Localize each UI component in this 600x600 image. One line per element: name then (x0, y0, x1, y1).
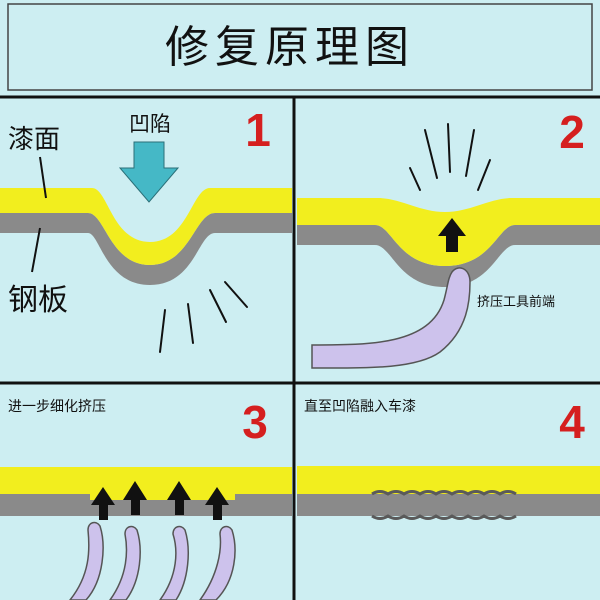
burst-lines (409, 123, 491, 191)
title-box (7, 3, 593, 91)
steel-layer (297, 494, 600, 516)
steel-layer (0, 213, 292, 285)
paint-layer (297, 466, 600, 494)
steel-label: 钢板 (8, 283, 68, 318)
impact-lines (159, 281, 248, 353)
residual-ripple-bottom (371, 514, 517, 520)
panel-dividers (0, 95, 600, 600)
steel-layer (297, 225, 600, 287)
panel-2: 挤压工具前端 2 (297, 106, 600, 369)
paint-leader-line (39, 156, 47, 199)
paint-layer (0, 188, 292, 265)
panel-caption-4: 直至凹陷融入车漆 (304, 398, 416, 415)
panel-number-2: 2 (559, 106, 585, 158)
up-arrow-icon (205, 487, 229, 520)
up-arrow-icon-group (91, 481, 229, 520)
panel-3: 进一步细化挤压 3 (0, 396, 292, 600)
up-arrow-icon (167, 481, 191, 515)
steel-leader-line (31, 227, 41, 273)
pressing-tool-icon-group (69, 521, 236, 600)
pressing-tool-icon (311, 267, 471, 369)
pressing-tool-icon (109, 525, 141, 600)
panel-number-1: 1 (245, 104, 271, 156)
panel-4: 直至凹陷融入车漆 4 (297, 396, 600, 520)
title-band: 修复原理图 (7, 3, 593, 91)
page-title: 修复原理图 (165, 22, 415, 73)
pressing-tool-icon (159, 525, 189, 600)
paint-label: 漆面 (8, 125, 60, 155)
up-arrow-icon (438, 218, 466, 252)
panel-number-4: 4 (559, 396, 585, 448)
panel-caption-3: 进一步细化挤压 (8, 399, 106, 415)
panel-number-3: 3 (242, 396, 268, 448)
paint-layer (0, 467, 292, 494)
residual-ripple (371, 490, 517, 496)
up-arrow-icon (123, 481, 147, 515)
pressing-tool-icon (199, 525, 236, 600)
dent-label: 凹陷 (129, 112, 171, 136)
up-arrow-icon (91, 487, 115, 520)
panel-1: 凹陷 1 漆面 钢板 (0, 104, 292, 353)
pressing-tool-icon (69, 521, 104, 600)
tool-label: 挤压工具前端 (477, 294, 555, 310)
down-arrow-icon (118, 141, 180, 203)
